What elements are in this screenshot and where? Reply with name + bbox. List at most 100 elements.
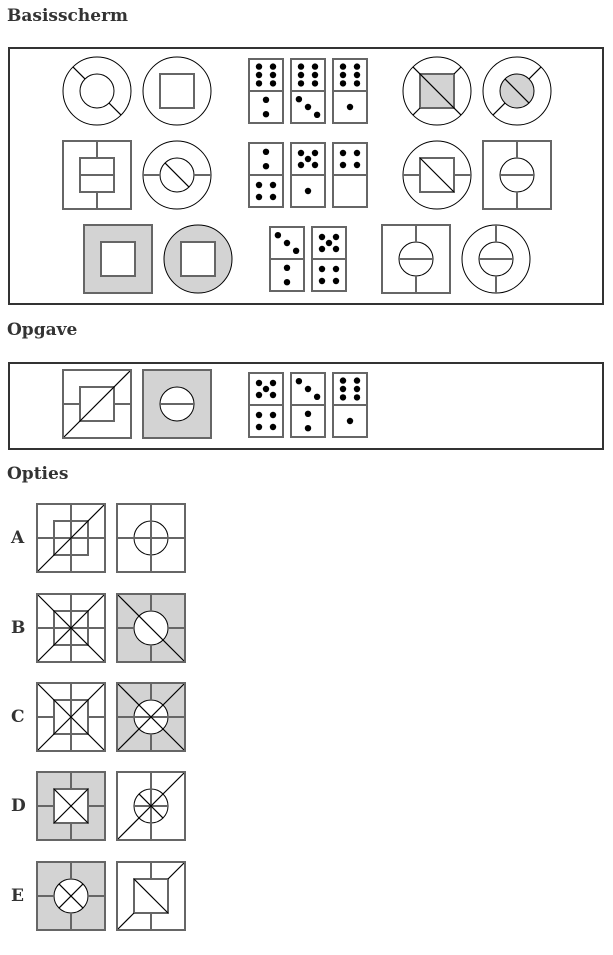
domino-pip [339, 161, 347, 169]
domino [290, 58, 326, 124]
option-figure [116, 861, 186, 931]
option-figure [36, 861, 106, 931]
domino-pip [318, 233, 326, 241]
domino-pip [255, 193, 263, 201]
domino-pip [297, 80, 305, 87]
option-figure [36, 682, 106, 752]
base-figure [62, 140, 132, 210]
domino-pip [297, 161, 305, 169]
domino-pip [353, 71, 361, 79]
domino-pip [269, 80, 277, 87]
domino-pip [353, 161, 361, 169]
domino-pip [274, 232, 282, 239]
base-figure [83, 224, 153, 294]
domino-pip [339, 385, 347, 393]
base-figure [163, 224, 233, 294]
heading-basisscherm: Basisscherm [7, 6, 129, 26]
domino-pip [311, 71, 319, 79]
domino-pip [269, 181, 277, 189]
base-figure [402, 56, 472, 126]
base-figure [402, 140, 472, 210]
domino-pip [297, 71, 305, 79]
domino-pip [346, 103, 354, 111]
domino-pip [353, 149, 361, 157]
domino-pip [339, 80, 347, 87]
domino-pip [269, 63, 277, 70]
domino-pip [304, 187, 312, 195]
domino-pip [346, 417, 354, 425]
domino-pip [262, 96, 270, 103]
domino-pip [255, 391, 263, 399]
domino-pip [339, 63, 347, 70]
heading-opties: Opties [7, 464, 69, 484]
domino-pip [262, 111, 270, 118]
option-label-E[interactable]: E [11, 886, 24, 906]
option-label-C[interactable]: C [11, 707, 25, 727]
option-label-A[interactable]: A [11, 528, 25, 548]
domino-pip [339, 71, 347, 79]
task-domino [248, 372, 284, 438]
option-figure [116, 593, 186, 663]
domino-pip [269, 391, 277, 399]
domino-pip [311, 161, 319, 169]
domino-pip [339, 394, 347, 401]
domino-pip [255, 80, 263, 87]
option-figure [116, 682, 186, 752]
domino-pip [313, 111, 321, 118]
domino-pip [311, 80, 319, 87]
domino-pip [311, 149, 319, 157]
domino-pip [283, 264, 291, 271]
base-figure [142, 140, 212, 210]
domino-pip [295, 378, 303, 385]
domino [269, 226, 305, 292]
domino-pip [332, 265, 340, 273]
domino-pip [269, 411, 277, 419]
domino-pip [262, 148, 270, 155]
domino [248, 142, 284, 208]
domino-pip [304, 385, 312, 393]
domino-pip [292, 247, 300, 254]
task-panel [8, 362, 604, 450]
domino-pip [339, 149, 347, 157]
task-domino [290, 372, 326, 438]
domino-pip [332, 233, 340, 241]
base-figure [381, 224, 451, 294]
domino-pip [283, 279, 291, 286]
heading-opgave: Opgave [7, 320, 78, 340]
option-figure [36, 771, 106, 841]
domino-pip [332, 277, 340, 285]
option-label-B[interactable]: B [11, 618, 26, 638]
domino-pip [304, 155, 312, 163]
domino [311, 226, 347, 292]
domino-pip [255, 63, 263, 70]
base-figure [142, 56, 212, 126]
domino-pip [255, 423, 263, 431]
option-figure [116, 771, 186, 841]
domino-pip [318, 245, 326, 253]
domino [248, 58, 284, 124]
domino-pip [353, 385, 361, 393]
domino-pip [304, 425, 312, 432]
domino-pip [297, 149, 305, 157]
domino-pip [269, 379, 277, 387]
domino-pip [295, 96, 303, 103]
option-label-D[interactable]: D [11, 796, 26, 816]
task-figure [142, 369, 212, 439]
domino-pip [313, 393, 321, 400]
domino [290, 142, 326, 208]
domino-pip [304, 410, 312, 417]
domino-pip [255, 411, 263, 419]
domino [332, 58, 368, 124]
domino-pip [353, 63, 361, 70]
domino-pip [353, 377, 361, 384]
domino-pip [353, 80, 361, 87]
base-panel [8, 47, 604, 305]
option-figure [36, 593, 106, 663]
base-figure [461, 224, 531, 294]
domino-pip [269, 193, 277, 201]
domino-pip [262, 163, 270, 170]
domino-pip [318, 277, 326, 285]
domino-pip [332, 245, 340, 253]
domino-pip [269, 423, 277, 431]
domino-pip [318, 265, 326, 273]
